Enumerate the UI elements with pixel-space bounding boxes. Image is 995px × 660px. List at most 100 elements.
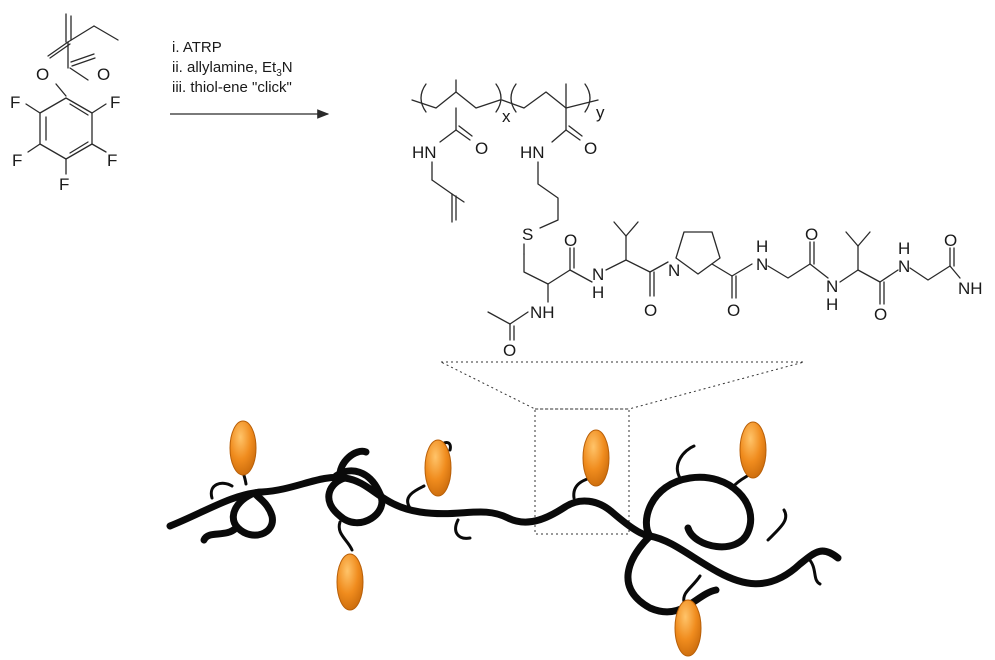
atom-label-f: F [107,151,117,170]
atom-label-n: N [898,257,910,276]
atom-label-nh2: NH [958,279,983,298]
atom-label-n: N [756,255,768,274]
bond [67,25,95,43]
bond [69,141,89,154]
atom-label-f: F [110,93,120,112]
bond [55,83,67,97]
atom-label-o: O [584,139,597,158]
linker-hook [406,484,426,510]
bond [91,103,107,114]
polymer-branch [336,447,370,482]
peptide-ellipse [739,421,767,479]
atom-label-o: O [727,301,740,320]
atom-label-o: O [503,341,516,360]
atom-label-o: O [644,301,657,320]
polymer-loop [642,473,755,551]
bond [70,53,95,63]
peptide-ellipse [424,439,452,497]
polymer-loop [229,488,276,539]
atom-label-o: O [36,65,49,84]
bond [431,179,453,195]
proline-ring [675,231,721,275]
polymer-product: x y O HN O HN S NH O [411,79,983,360]
repeat-label-x: x [502,107,511,126]
bracket-right-y [584,83,591,113]
val2-backbone [839,269,881,283]
bond [625,221,639,237]
bond [25,103,41,114]
peptide-ellipse [674,599,702,657]
bond [439,129,457,143]
bond [47,41,69,57]
reaction-conditions: i. ATRP ii. allylamine, Et3N iii. thiol-… [170,39,330,119]
bond [569,269,593,283]
bond [551,129,567,143]
peptide-ellipse [582,429,610,487]
bond [879,269,899,283]
atom-label-o: O [564,231,577,250]
backbone-x [411,91,501,109]
polymer-branch [200,524,240,544]
atom-label-n: N [826,277,838,296]
bond [487,311,511,325]
atom-label-h: H [826,295,838,314]
peptide-ellipse [229,420,257,476]
linker-hook [209,481,234,500]
linker-hook [766,508,788,542]
atom-label-h: H [592,283,604,302]
linker-hook [682,574,702,604]
bond [857,231,871,247]
bond [613,221,627,237]
gly-backbone [767,263,811,279]
polymer-branch [624,532,720,616]
bond [69,67,89,81]
linker-hook [572,476,592,500]
atom-label-hn: HN [412,143,437,162]
val-backbone [605,259,651,273]
gly2-backbone [909,265,951,281]
bond [71,57,96,67]
backbone-y [501,91,599,109]
polymer-chain [166,473,842,588]
bond [565,129,581,141]
reagent-step-2: ii. allylamine, Et3N [172,59,293,79]
bracket-left-x [420,83,427,113]
bond [93,25,119,41]
linker-hook [337,520,354,552]
atom-label-n: N [668,261,680,280]
atom-label-h: H [756,237,768,256]
bond [711,263,733,277]
polymer-cartoon [166,447,842,616]
bond [455,129,471,141]
polymer-loop [325,467,386,527]
atom-label-o: O [97,65,110,84]
reagent-step-1: i. ATRP [172,39,222,56]
linker-hook [675,444,696,480]
linker-hooks [209,441,822,604]
cys-ch2 [523,253,549,285]
bond [509,311,529,325]
atom-label-f: F [10,93,20,112]
propyl-linker [537,161,559,229]
atom-label-o: O [475,139,488,158]
bond [731,263,753,277]
bond [69,103,89,116]
atom-label-n: N [592,265,604,284]
zoom-trapezoid [440,361,805,410]
bond [809,263,829,279]
bond [451,193,465,203]
atom-label-o: O [874,305,887,324]
bond [568,125,583,137]
bond [27,143,41,153]
bond [91,143,107,153]
atom-label-f: F [59,175,69,194]
bond [458,125,473,137]
bond [49,43,71,59]
atom-label-f: F [12,151,22,170]
bond [845,231,859,247]
repeat-label-y: y [596,103,605,122]
atom-label-hn: HN [520,143,545,162]
peptide-ellipse [336,553,364,611]
bond [547,269,571,285]
